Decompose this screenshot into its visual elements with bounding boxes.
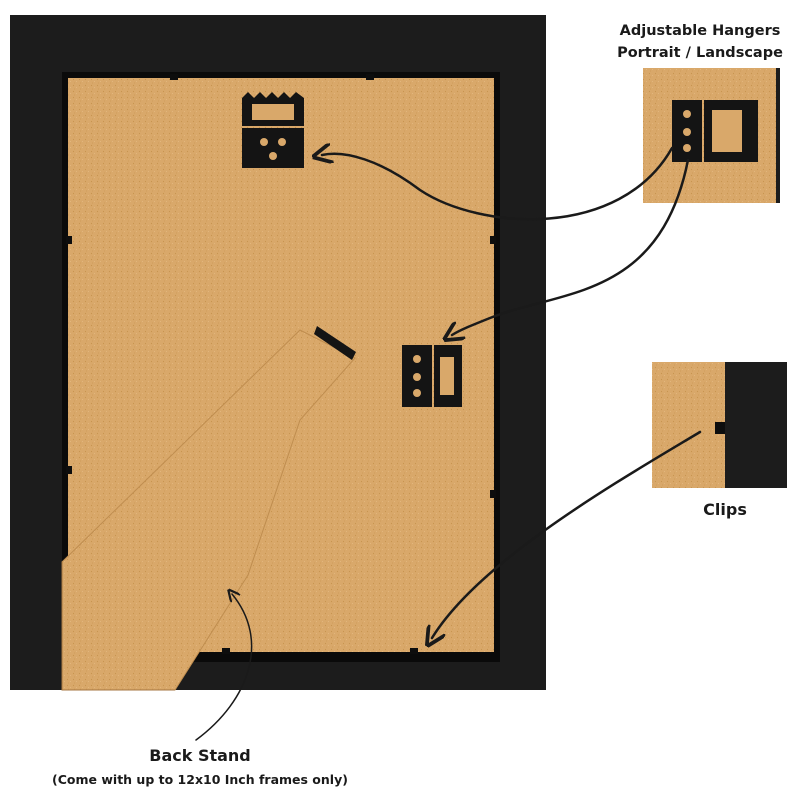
edge-clips	[66, 74, 496, 654]
inset-clip-icon	[715, 422, 725, 434]
back-stand-note: (Come with up to 12x10 Inch frames only)	[52, 772, 348, 787]
clip-bottom-right	[410, 648, 418, 654]
clip-bottom-left	[222, 648, 230, 654]
sawtooth-hanger-icon	[242, 92, 304, 168]
arrow-to-clip	[432, 430, 702, 638]
hangers-caption-line1: Adjustable Hangers	[619, 23, 781, 39]
hanger-inset-frame-edge	[776, 68, 780, 203]
clip-top-left	[170, 74, 178, 80]
hangers-caption: Adjustable Hangers Portrait / Landscape	[600, 20, 800, 64]
arrow-to-back-stand	[195, 594, 253, 741]
hangers-caption-line2: Portrait / Landscape	[617, 45, 783, 61]
clip-right-upper	[490, 236, 496, 244]
side-hanger-icon	[402, 345, 462, 407]
clips-caption: Clips	[703, 500, 747, 519]
arrow-to-side-hanger	[452, 158, 690, 335]
arrow-to-top-hanger	[322, 148, 674, 221]
clip-left-upper	[66, 236, 72, 244]
clips-inset-cork	[652, 362, 725, 488]
back-stand-caption: Back Stand	[149, 746, 251, 765]
curved-arrow-icon	[195, 148, 702, 741]
back-stand	[61, 326, 356, 691]
clip-top-right	[366, 74, 374, 80]
clips-inset	[652, 362, 787, 488]
clips-inset-frame	[725, 362, 787, 488]
hanger-inset	[643, 68, 780, 203]
clip-left-lower	[66, 466, 72, 474]
inset-hanger-icon	[672, 100, 758, 162]
clip-right-lower	[490, 490, 496, 498]
